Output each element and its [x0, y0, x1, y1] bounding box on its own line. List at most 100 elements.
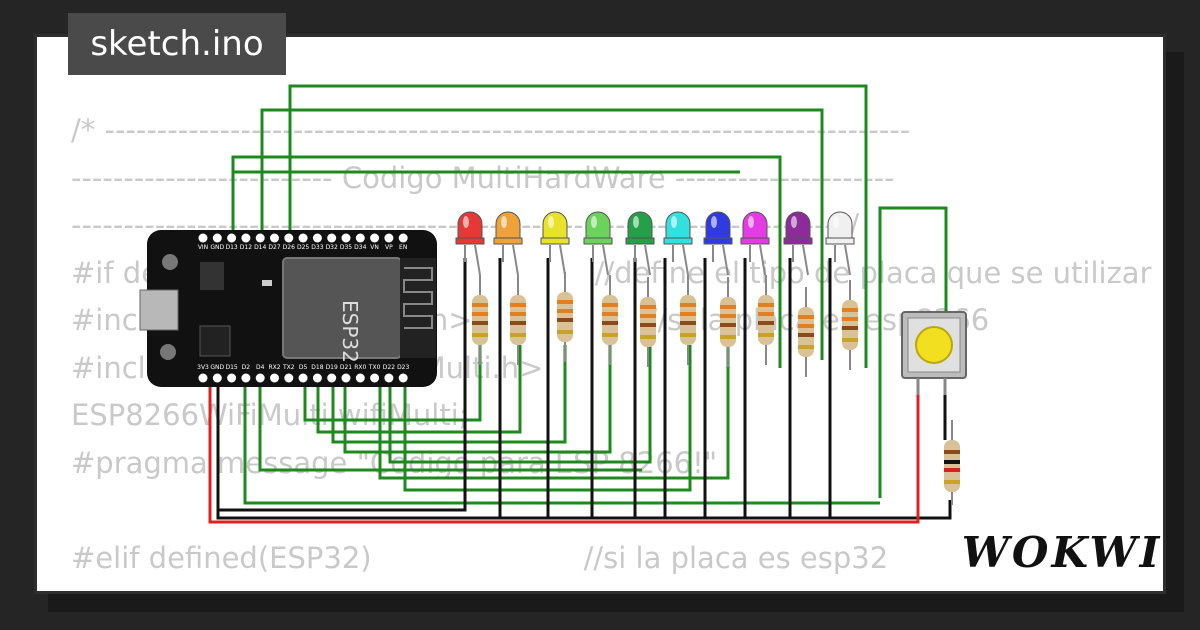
pin-hole: [355, 233, 365, 243]
led-purple: [783, 211, 813, 276]
pin-label: EN: [399, 244, 407, 251]
pin-hole: [255, 373, 265, 383]
pin-hole: [198, 233, 208, 243]
pin-hole: [341, 233, 351, 243]
pin-hole: [327, 233, 337, 243]
resistor: [720, 277, 736, 367]
pin-label: TX0: [368, 364, 381, 371]
pin-hole: [341, 373, 351, 383]
resistor: [758, 275, 774, 365]
pin-label: VN: [370, 244, 379, 251]
led-cyan: [663, 211, 693, 276]
pin-label: D35: [340, 244, 352, 251]
pin-hole: [212, 233, 222, 243]
wokwi-logo: WOKWI: [961, 527, 1163, 577]
pin-hole: [327, 373, 337, 383]
resistor: [798, 287, 814, 377]
pin-hole: [284, 233, 294, 243]
pin-hole: [212, 373, 222, 383]
green-wires: [231, 84, 948, 498]
pin-label: D22: [383, 364, 395, 371]
pin-label: D26: [283, 244, 295, 251]
pin-hole: [227, 373, 237, 383]
code-line: ESP8266WiFiMulti wifiMulti;: [71, 398, 469, 432]
pin-hole: [298, 233, 308, 243]
pin-label: D34: [354, 244, 366, 251]
pin-hole: [227, 233, 237, 243]
push-button: [901, 311, 967, 395]
pin-hole: [312, 233, 322, 243]
pin-label: D19: [326, 364, 338, 371]
pin-label: D5: [299, 364, 308, 371]
resistor: [680, 275, 696, 365]
code-line: #elif defined(ESP32) //si la placa es es…: [71, 540, 889, 575]
led-lightgreen: [583, 211, 613, 276]
red-power-wire: [208, 382, 920, 524]
resistor: [602, 275, 618, 365]
code-line: /* -------------------------------------…: [71, 113, 911, 147]
code-line: #pragma message "Codigo para ESP 8266!": [71, 445, 718, 480]
pin-label: D23: [397, 364, 409, 371]
resistor: [557, 272, 573, 362]
green-bottom-wires: [243, 345, 880, 505]
led-orange: [493, 211, 523, 276]
led-red: [455, 211, 485, 276]
pin-label: D12: [240, 244, 252, 251]
pin-hole: [312, 373, 322, 383]
resistor: [640, 277, 656, 367]
pin-label: D32: [326, 244, 338, 251]
pin-hole: [370, 233, 380, 243]
led-green: [625, 211, 655, 276]
led-yellow: [540, 211, 570, 276]
led-magenta: [740, 211, 770, 276]
pulldown-resistor: [944, 420, 960, 505]
sketch-card: /* -------------------------------------…: [34, 34, 1166, 594]
chip-label: ESP32: [338, 300, 362, 363]
led-row: [455, 211, 855, 276]
pin-hole: [384, 233, 394, 243]
pin-hole: [298, 373, 308, 383]
resistor-row: [472, 272, 858, 377]
pin-label: D27: [268, 244, 280, 251]
pin-hole: [241, 233, 251, 243]
pin-hole: [355, 373, 365, 383]
pin-hole: [398, 233, 408, 243]
led-white: [825, 211, 855, 276]
pin-hole: [384, 373, 394, 383]
resistor: [510, 275, 526, 365]
pin-hole: [398, 373, 408, 383]
pin-label: D14: [254, 244, 266, 251]
pin-label: D21: [340, 364, 352, 371]
code-line: ------------------------- Codigo MultiHa…: [71, 160, 895, 195]
pin-hole: [270, 373, 279, 383]
pin-label: D25: [297, 244, 309, 251]
pin-hole: [284, 373, 294, 383]
black-ground-wires: [216, 258, 952, 520]
pin-hole: [241, 373, 251, 383]
pin-label: D2: [242, 364, 251, 371]
file-name-tab: sketch.ino: [68, 13, 286, 75]
pin-label: GND: [210, 244, 224, 251]
pin-hole: [370, 373, 380, 383]
resistor: [472, 275, 488, 365]
code-line: #include <WiFi.h> //se efine en otro arc…: [71, 582, 1152, 591]
pin-label: D13: [225, 244, 237, 251]
pin-label: D15: [225, 364, 237, 371]
pin-label: RX0: [354, 364, 366, 371]
pin-label: TX2: [282, 364, 295, 371]
pin-label: 3V3: [197, 364, 209, 371]
esp32-board: [139, 230, 437, 387]
pin-label: RX2: [268, 364, 280, 371]
pin-label: D18: [311, 364, 323, 371]
resistor: [842, 280, 858, 370]
pin-hole: [270, 233, 279, 243]
pin-hole: [255, 233, 265, 243]
pin-label: D33: [311, 244, 323, 251]
pin-label: GND: [210, 364, 224, 371]
pin-hole: [198, 373, 208, 383]
pin-label: VP: [385, 244, 393, 251]
pin-label: VIN: [198, 244, 208, 251]
